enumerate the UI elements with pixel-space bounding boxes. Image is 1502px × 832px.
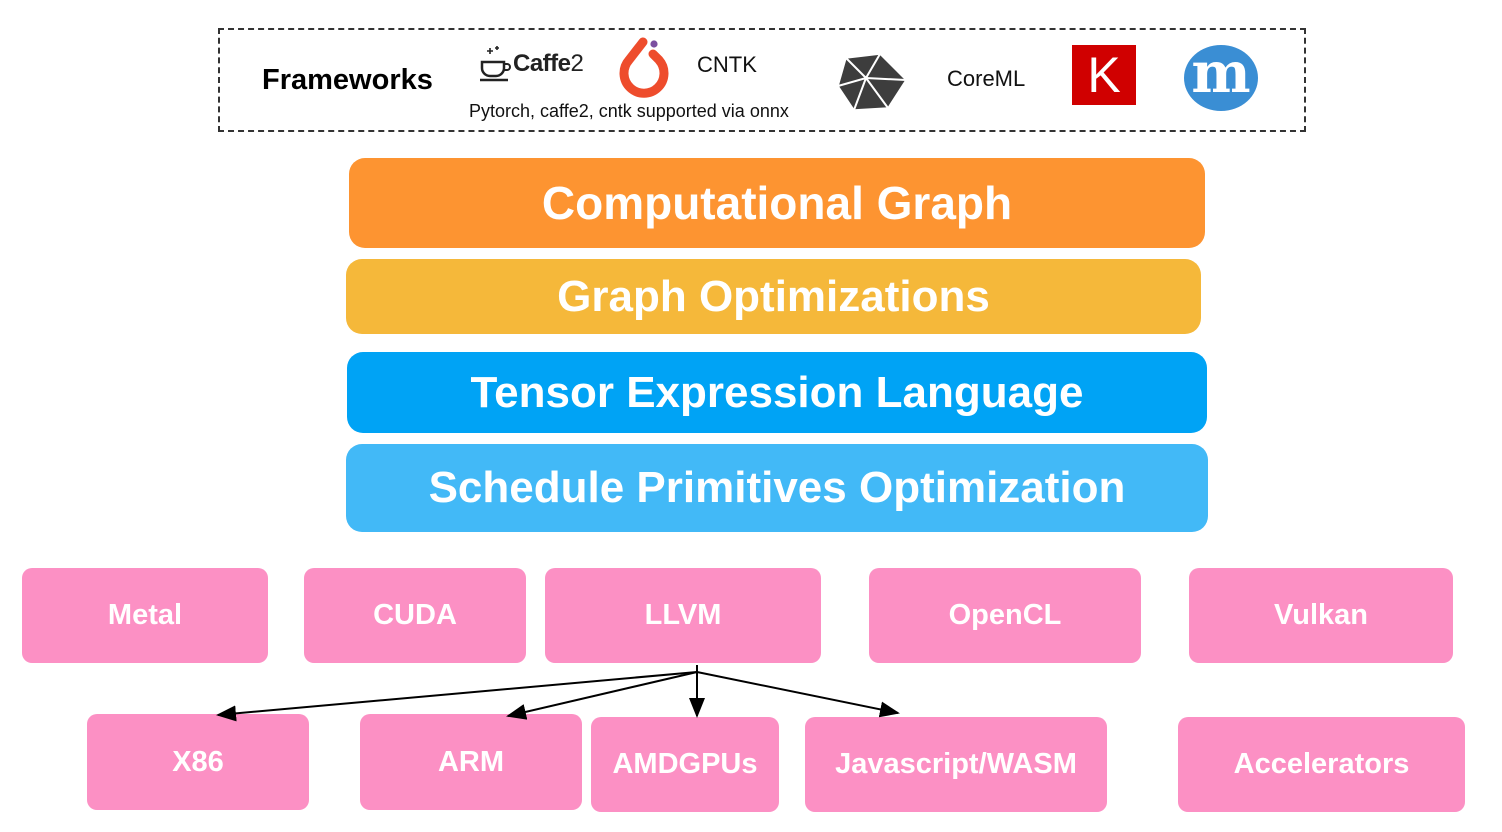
onnx-note: Pytorch, caffe2, cntk supported via onnx [469, 101, 789, 121]
caffe2-label: Caffe2 [513, 50, 584, 77]
target-arm: ARM [360, 714, 582, 810]
backend-llvm: LLVM [545, 568, 821, 663]
graph-optimizations-layer: Graph Optimizations [346, 259, 1201, 334]
mxnet-icon: m [1184, 45, 1258, 111]
target-x86: X86 [87, 714, 309, 810]
backend-opencl: OpenCL [869, 568, 1141, 663]
target-amdgpus: AMDGPUs [591, 717, 779, 812]
target-javascript-wasm: Javascript/WASM [805, 717, 1107, 812]
backend-metal: Metal [22, 568, 268, 663]
coreml-label: CoreML [947, 66, 1026, 91]
arrow-to-x86 [216, 671, 698, 722]
keras-icon: K [1072, 45, 1136, 105]
cntk-label: CNTK [697, 52, 757, 77]
arrow-to-arm [506, 671, 698, 720]
arrow-to-javascript-wasm [696, 671, 900, 718]
backend-vulkan: Vulkan [1189, 568, 1453, 663]
tensorflow-polyhedron-icon [837, 53, 907, 111]
tensor-expression-language-layer: Tensor Expression Language [347, 352, 1207, 433]
computational-graph-layer: Computational Graph [349, 158, 1205, 248]
coffee-cup-icon [480, 46, 511, 82]
backend-cuda: CUDA [304, 568, 526, 663]
pytorch-flame-icon [619, 37, 669, 98]
schedule-primitives-optimization-layer: Schedule Primitives Optimization [346, 444, 1208, 532]
frameworks-box [218, 28, 1306, 132]
frameworks-title: Frameworks [262, 64, 433, 96]
target-accelerators: Accelerators [1178, 717, 1465, 812]
